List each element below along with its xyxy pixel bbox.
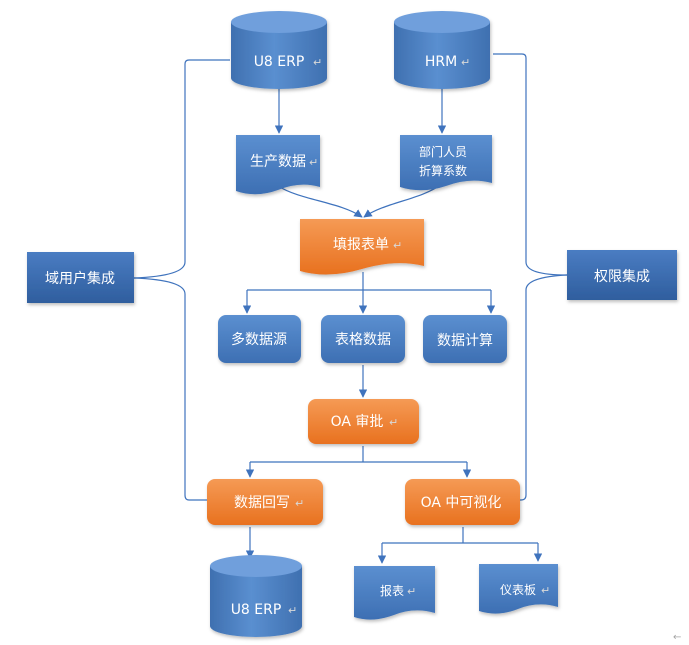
data-calculation-label: 数据计算 [437,333,493,349]
paragraph-mark: ↵ [541,584,550,597]
dashboard-node: 仪表板 ↵ [479,564,558,614]
hrm-source-label: HRM [425,54,457,70]
table-data-label: 表格数据 [335,332,391,348]
u8-erp-source-label: U8 ERP [254,54,305,70]
multi-datasource-label: 多数据源 [231,331,287,348]
edge-permission-to-hrm [493,53,568,276]
report-label: 报表 [380,583,404,598]
data-calculation-node: 数据计算 [423,315,507,363]
paragraph-mark: ↵ [309,156,318,169]
paragraph-mark: ↵ [389,416,398,429]
department-staff-line1: 部门人员 [419,144,467,159]
paragraph-mark: ↵ [407,585,416,598]
edge-permission-to-visualization [518,274,568,501]
multi-datasource-node: 多数据源 [218,315,301,363]
edge-domain-to-writeback [133,277,207,501]
fill-report-form-label: 填报表单 [333,237,389,253]
domain-user-integration-label: 域用户集成 [45,270,115,287]
footer-mark: ← [673,632,681,643]
production-data-node: 生产数据 ↵ [236,135,320,195]
oa-approval-node: OA 审批 ↵ [308,399,419,444]
connectors [133,53,568,564]
data-writeback-label: 数据回写 [234,495,290,511]
dashboard-label: 仪表板 [500,583,536,597]
paragraph-mark: ↵ [295,497,304,510]
paragraph-mark: ↵ [313,56,322,69]
paragraph-mark: ↵ [288,604,297,617]
hrm-source-node: HRM ↵ [394,11,490,89]
domain-user-integration-node: 域用户集成 [27,252,134,303]
fill-report-form-node: 填报表单 ↵ [300,219,424,275]
permission-integration-label: 权限集成 [594,268,650,285]
u8-erp-target-label: U8 ERP [231,602,282,618]
edge-domain-to-u8erp [133,59,230,279]
table-data-node: 表格数据 [321,315,405,363]
u8-erp-target-node: U8 ERP ↵ [210,555,302,637]
paragraph-mark: ↵ [393,239,402,252]
edge-production-to-form [277,185,363,218]
report-node: 报表 ↵ [354,566,435,620]
oa-approval-label: OA 审批 [331,414,384,430]
paragraph-mark: ↵ [461,56,470,69]
oa-visualization-label: OA 中可视化 [421,495,502,511]
department-staff-line2: 折算系数 [419,163,467,178]
oa-visualization-node: OA 中可视化 [405,479,520,525]
u8-erp-source-node: U8 ERP ↵ [231,11,327,89]
data-writeback-node: 数据回写 ↵ [207,479,323,525]
permission-integration-node: 权限集成 [567,250,677,300]
production-data-label: 生产数据 [250,154,306,170]
department-staff-node: 部门人员 折算系数 [400,135,492,191]
